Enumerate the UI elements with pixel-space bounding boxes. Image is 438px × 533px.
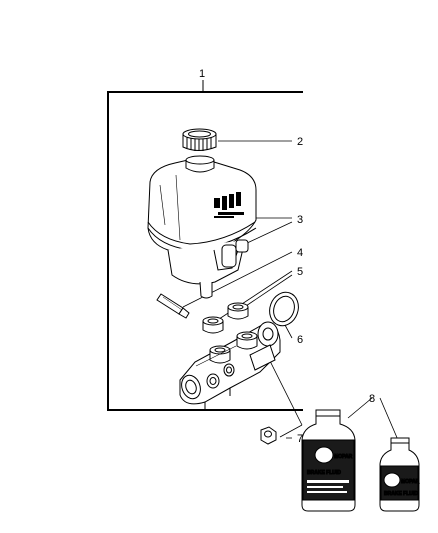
callout-5: 5 <box>297 266 303 278</box>
reservoir-decal <box>214 192 244 218</box>
reservoir-cap <box>182 128 217 151</box>
callout-8: 8 <box>369 393 375 405</box>
callout-7: 7 <box>297 433 303 445</box>
bottle-small-brand: MOPAR <box>401 479 420 485</box>
brake-fluid-reservoir <box>147 155 257 299</box>
bottle-small-product: BRAKE FLUID <box>384 491 418 497</box>
callout-3: 3 <box>297 214 303 226</box>
master-cylinder <box>179 321 281 410</box>
callout-2: 2 <box>297 136 303 148</box>
bottle-large-product: BRAKE FLUID <box>307 470 341 476</box>
master-cylinder-seal <box>269 291 299 327</box>
callout-1: 1 <box>199 68 205 80</box>
leader-lines <box>182 140 399 441</box>
bottle-large-brand: MOPAR <box>334 454 353 460</box>
callout-4: 4 <box>297 247 303 259</box>
brake-fluid-bottle-large: MOPAR BRAKE FLUID <box>301 409 356 512</box>
brake-fluid-bottle-small: MOPAR BRAKE FLUID <box>379 437 420 512</box>
fluid-level-sensor <box>156 293 190 319</box>
reservoir-grommets <box>202 302 249 334</box>
callout-6: 6 <box>297 334 303 346</box>
mounting-nut <box>260 426 277 445</box>
